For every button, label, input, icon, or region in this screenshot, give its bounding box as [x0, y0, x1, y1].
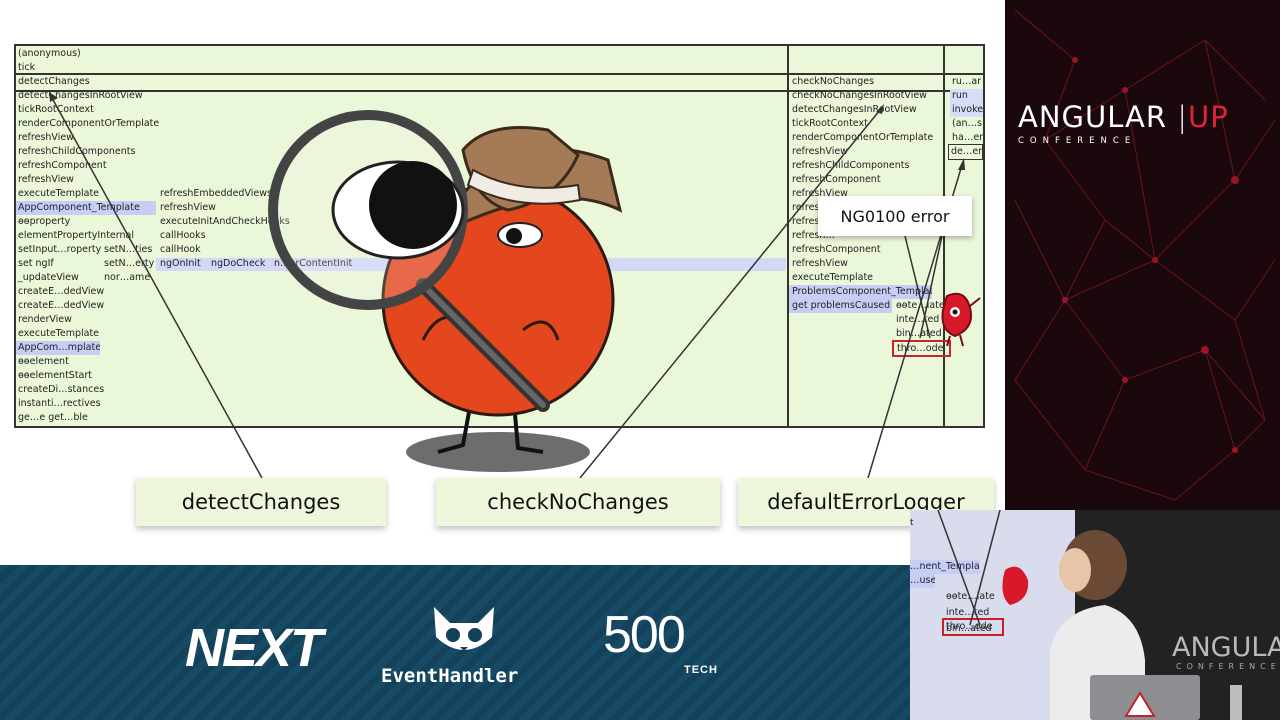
fox-glasses-icon [434, 607, 494, 651]
brand-subtitle: CONFERENCE [1018, 136, 1137, 146]
flame-row: refreshComponent [792, 174, 881, 185]
flame-row: refresh… [792, 202, 835, 213]
flame-row-highlight: AppCom…mplate [16, 341, 100, 355]
speaker-camera-feed: t …nent_Template …used ɵɵte…late inte…te… [910, 510, 1280, 720]
flame-row: checkNoChanges [792, 76, 875, 87]
cam-slide-error-row: thro…ode [942, 618, 1004, 636]
flame-row: tick [18, 62, 36, 73]
flame-row-highlight: get problemsCaused [789, 299, 892, 313]
flame-row: instanti…rectives [18, 398, 101, 409]
detective-mascot-illustration [268, 110, 623, 472]
flame-row: elementPropertyInternal [18, 230, 134, 241]
flame-row: detectChangesInRootView [18, 90, 143, 101]
cam-brand-subtitle: CONFERENCE [1176, 662, 1280, 671]
error-frame-row: thro…ode [892, 340, 951, 357]
flame-row: ru…ar [952, 76, 982, 87]
flame-row-highlight: run [950, 89, 983, 103]
flame-row: refreshView [792, 146, 848, 157]
flame-row: renderView [18, 314, 72, 325]
column-divider [943, 46, 945, 426]
speaker-figure [1050, 530, 1242, 720]
flame-row: createE…dedView [18, 300, 105, 311]
flame-row: checkNoChangesInRootView [792, 90, 927, 101]
callout-check-no-changes: checkNoChanges [436, 478, 720, 526]
cam-slide-row: bin…ated [946, 623, 992, 634]
flame-row: executeTemplate [18, 188, 100, 199]
flame-row: executeInitAndCheckHooks [160, 216, 290, 227]
flame-row: (anonymous) [18, 48, 81, 59]
brand-main-text: ANGULAR [1018, 100, 1168, 134]
flame-row: renderComponentOrTemplate [18, 118, 160, 129]
flame-row: refresh… [792, 230, 835, 241]
sponsor-eventhandler-logo: EventHandler [381, 665, 519, 687]
brand-accent-text: UP [1188, 100, 1229, 134]
flame-row-highlight: invoke [950, 103, 983, 117]
flame-row: set ngIf [18, 258, 54, 269]
flame-row: setN…erty [104, 258, 155, 269]
flame-row: refreshChildComponents [18, 146, 136, 157]
cam-brand-text: ANGULAR [1172, 632, 1280, 663]
flame-row: refreshEmbeddedViews [160, 188, 272, 199]
flame-row-highlight: ProblemsComponent_Template [789, 285, 932, 299]
sponsor-next-logo: NEXT [185, 618, 323, 678]
projected-slide: t …nent_Template …used ɵɵte…late inte…te… [910, 510, 1075, 720]
flame-row: renderComponentOrTemplate [792, 132, 934, 143]
column-divider [787, 46, 789, 426]
flame-row: refreshView [18, 132, 74, 143]
error-mascot-icon [941, 292, 981, 347]
flame-row-outlined: de…er [948, 144, 983, 160]
flame-row: setN…ties [104, 244, 153, 255]
angularup-logo: ANGULAR |UP [1018, 100, 1229, 134]
flame-row: refreshComponent [792, 244, 881, 255]
flame-row: setInput…roperty [18, 244, 102, 255]
flame-row: (an…s) [952, 118, 985, 129]
flame-row: ɵɵelementStart [18, 370, 93, 381]
row-divider [16, 73, 983, 75]
sponsor-footer: NEXT EventHandler 500 TECH [0, 565, 910, 720]
flame-row: createE…dedView [18, 286, 105, 297]
flame-row: refreshView [160, 202, 216, 213]
flame-row: tickRootContext [18, 104, 94, 115]
flame-row: createDi…stances [18, 384, 105, 395]
error-tooltip: NG0100 error [818, 196, 972, 236]
flame-row: refreshView [792, 258, 848, 269]
cam-slide-row: …used [910, 574, 935, 588]
flame-row: executeTemplate [792, 272, 874, 283]
flame-row: refresh… [792, 216, 835, 227]
flame-row: refreshView [792, 188, 848, 199]
flame-row-highlight: AppComponent_Template [16, 201, 156, 215]
flame-row: nor…ame [104, 272, 151, 283]
callout-detect-changes: detectChanges [136, 478, 386, 526]
flame-row: callHooks [160, 230, 206, 241]
flame-row: executeTemplate [18, 328, 100, 339]
flame-row: ɵɵelement [18, 356, 69, 367]
sponsor-500-number: 500 [603, 606, 686, 664]
flame-row: ge…e get…ble [18, 412, 88, 423]
cam-slide-row: …nent_Template [910, 560, 980, 574]
flame-row: n…erContentInit [274, 258, 353, 269]
flame-row: ɵɵproperty [18, 216, 71, 227]
angularup-brand-panel [1005, 0, 1280, 510]
flame-row: _updateView [18, 272, 79, 283]
flame-row: ha…ent [952, 132, 985, 143]
flame-row: detectChangesInRootView [792, 104, 917, 115]
flame-row: tickRootContext [792, 118, 868, 129]
flame-row: refreshView [18, 174, 74, 185]
flame-row: ngOnInit [160, 258, 201, 269]
flame-row: callHook [160, 244, 201, 255]
flame-row: refreshComponent [18, 160, 107, 171]
flame-row: refreshChildComponents [792, 160, 910, 171]
network-pattern-icon [1014, 9, 1276, 501]
flame-row: bin…ated [896, 328, 942, 339]
cam-slide-lines [937, 510, 1029, 626]
sponsor-500-tech-word: TECH [684, 664, 718, 676]
cam-slide-row: inte…ted [946, 607, 990, 618]
flame-row: ngDoCheck [211, 258, 266, 269]
cam-slide-row: t [910, 518, 914, 528]
flame-row: detectChanges [18, 76, 90, 87]
row-divider [16, 90, 983, 92]
flame-row: inte…ted [896, 314, 940, 325]
presentation-slide: (anonymous) tick detectChanges detectCha… [14, 44, 994, 526]
